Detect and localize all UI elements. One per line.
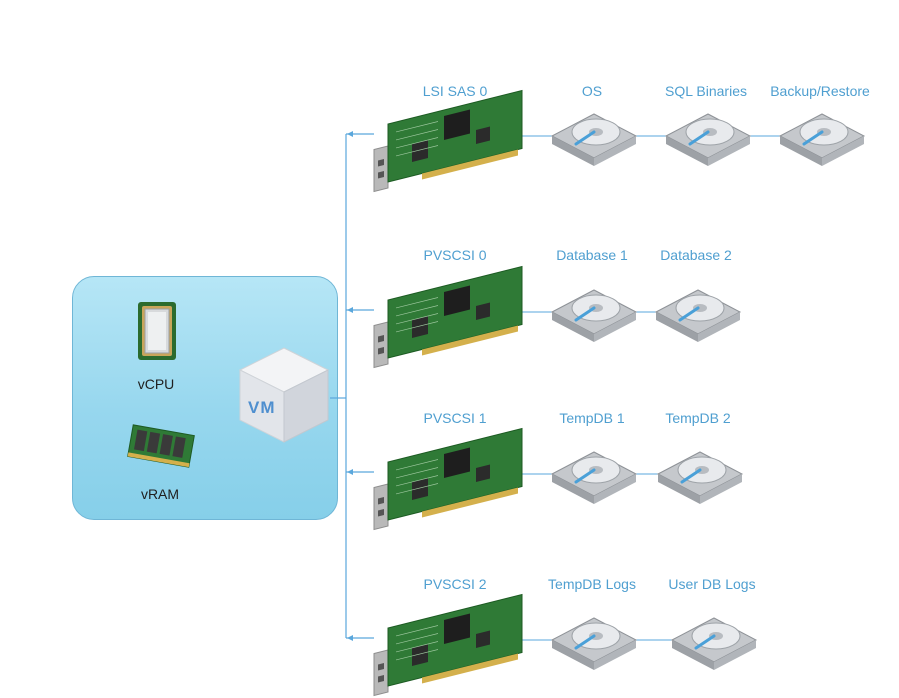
vm-label: VM xyxy=(248,398,276,417)
vram-label: vRAM xyxy=(140,486,180,502)
hard-disk-icon xyxy=(654,289,742,342)
disk-label: TempDB 2 xyxy=(665,410,731,426)
hard-disk-icon xyxy=(664,113,752,166)
disk-label: OS xyxy=(581,83,603,99)
controller-label: PVSCSI 1 xyxy=(423,410,487,426)
scsi-controller-card-icon xyxy=(373,427,523,531)
controller-label: LSI SAS 0 xyxy=(422,83,488,99)
cpu-chip-icon xyxy=(138,302,176,360)
hard-disk-icon xyxy=(670,617,758,670)
scsi-controller-card-icon xyxy=(373,265,523,369)
disk-label: SQL Binaries xyxy=(665,83,747,99)
disk-label: Database 1 xyxy=(556,247,628,263)
hard-disk-icon xyxy=(550,451,638,504)
ram-module-icon xyxy=(127,424,195,468)
vcpu-label: vCPU xyxy=(137,376,175,392)
hard-disk-icon xyxy=(550,113,638,166)
hard-disk-icon xyxy=(778,113,866,166)
scsi-controller-card-icon xyxy=(373,593,523,697)
controller-label: PVSCSI 0 xyxy=(423,247,487,263)
hard-disk-icon xyxy=(550,617,638,670)
disk-label: Database 2 xyxy=(660,247,732,263)
hard-disk-icon xyxy=(656,451,744,504)
disk-label: User DB Logs xyxy=(668,576,756,592)
disk-label: TempDB 1 xyxy=(559,410,625,426)
hard-disk-icon xyxy=(550,289,638,342)
controller-label: PVSCSI 2 xyxy=(423,576,487,592)
vm-cube-icon xyxy=(238,347,330,443)
arrow-head-icon xyxy=(347,131,353,137)
arrow-head-icon xyxy=(347,307,353,313)
arrow-head-icon xyxy=(347,469,353,475)
arrow-head-icon xyxy=(347,635,353,641)
disk-label: TempDB Logs xyxy=(548,576,636,592)
scsi-controller-card-icon xyxy=(373,89,523,193)
disk-label: Backup/Restore xyxy=(770,83,870,99)
